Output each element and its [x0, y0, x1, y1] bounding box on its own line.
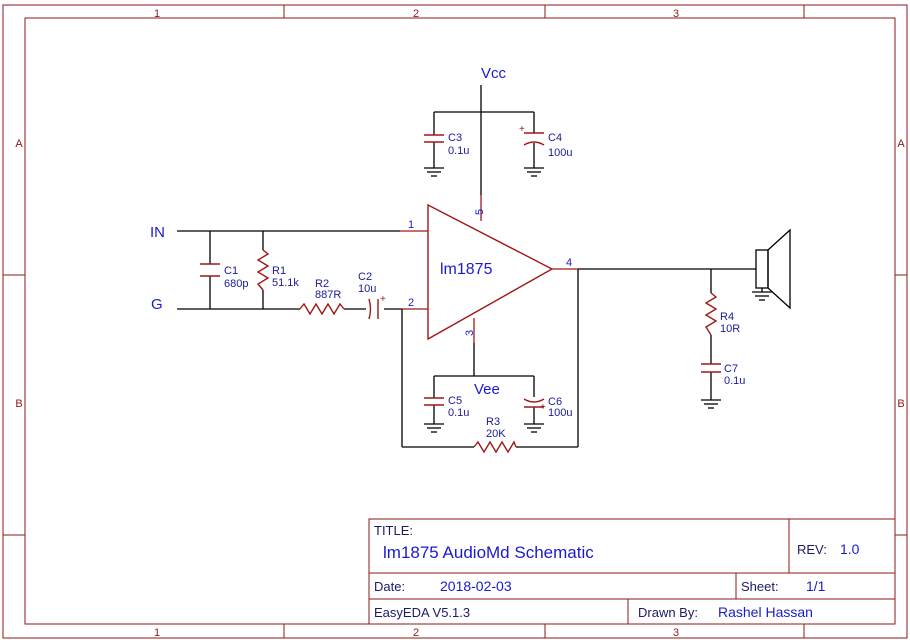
c4-ref: C4: [548, 132, 562, 144]
tool-version: EasyEDA V5.1.3: [374, 605, 470, 620]
c6-value: 100u: [548, 407, 572, 419]
r4-ref: R4: [720, 311, 734, 323]
wires: [177, 85, 756, 448]
c5-ref: C5: [448, 395, 462, 407]
zone-left-a: A: [15, 138, 23, 150]
c1-value: 680p: [224, 278, 248, 290]
date-label: Date:: [374, 579, 405, 594]
date-value: 2018-02-03: [440, 578, 512, 594]
c2-value: 10u: [358, 283, 376, 295]
opamp-lm1875[interactable]: [427, 203, 554, 341]
zone-bottom-3: 3: [673, 627, 679, 639]
c2-ref: C2: [358, 271, 372, 283]
r4-value: 10R: [720, 323, 740, 335]
net-label-vcc: Vcc: [481, 65, 507, 82]
capacitor-c3[interactable]: [424, 134, 444, 143]
net-label-in: IN: [150, 224, 165, 241]
title-block: [368, 518, 896, 625]
svg-text:+: +: [519, 124, 525, 135]
resistor-r3[interactable]: [473, 440, 517, 454]
rev-label: REV:: [797, 542, 827, 557]
rev-value: 1.0: [840, 541, 860, 557]
sheet-label: Sheet:: [741, 579, 779, 594]
r3-value: 20K: [486, 428, 506, 440]
sheet-value: 1/1: [806, 578, 826, 594]
opamp-label: lm1875: [440, 261, 493, 278]
capacitor-c4[interactable]: +: [519, 124, 545, 146]
zone-right-a: A: [897, 138, 905, 150]
r1-value: 51.1k: [272, 277, 299, 289]
net-label-vee: Vee: [474, 381, 500, 398]
ground-icon: [752, 291, 772, 301]
zone-left-b: B: [15, 398, 22, 410]
svg-text:+: +: [380, 294, 386, 305]
zone-bottom-2: 2: [413, 627, 419, 639]
pin-1-label: 1: [408, 219, 414, 231]
capacitor-c1[interactable]: [200, 263, 220, 277]
pin-3-label: 3: [464, 330, 476, 336]
capacitor-c6[interactable]: +: [523, 398, 546, 413]
c3-ref: C3: [448, 132, 462, 144]
zone-top-3: 3: [673, 8, 679, 20]
svg-text:+: +: [540, 402, 546, 413]
c7-value: 0.1u: [724, 375, 745, 387]
ground-icon: [701, 399, 721, 409]
resistor-r1[interactable]: [256, 249, 270, 291]
title-label: TITLE:: [374, 523, 413, 538]
r2-ref: R2: [315, 278, 329, 290]
capacitor-c5[interactable]: [424, 397, 444, 406]
c7-ref: C7: [724, 363, 738, 375]
capacitor-c7[interactable]: [701, 363, 721, 373]
ground-icon: [424, 423, 444, 433]
drawn-by-label: Drawn By:: [638, 605, 698, 620]
c1-ref: C1: [224, 265, 238, 277]
capacitor-c2[interactable]: +: [368, 294, 386, 320]
c6-ref: C6: [548, 396, 562, 408]
ground-icon: [524, 167, 544, 177]
zone-right-b: B: [897, 398, 904, 410]
c4-value: 100u: [548, 147, 572, 159]
speaker-icon[interactable]: [755, 228, 791, 310]
r1-ref: R1: [272, 265, 286, 277]
zone-bottom-1: 1: [154, 627, 160, 639]
schematic-title: lm1875 AudioMd Schematic: [383, 543, 594, 562]
pin-2-label: 2: [408, 297, 414, 309]
pin-4-label: 4: [566, 257, 572, 269]
resistor-r4[interactable]: [704, 292, 718, 336]
resistor-r2[interactable]: [299, 302, 345, 316]
pin-5-label: 5: [474, 209, 486, 215]
zone-top-2: 2: [413, 8, 419, 20]
c3-value: 0.1u: [448, 145, 469, 157]
r2-value: 887R: [315, 289, 341, 301]
c5-value: 0.1u: [448, 407, 469, 419]
zone-top-1: 1: [154, 8, 160, 20]
ground-icon: [524, 423, 544, 433]
drawn-by-value: Rashel Hassan: [718, 604, 813, 620]
r3-ref: R3: [486, 416, 500, 428]
net-label-g: G: [151, 296, 163, 313]
ground-icon: [424, 167, 444, 177]
